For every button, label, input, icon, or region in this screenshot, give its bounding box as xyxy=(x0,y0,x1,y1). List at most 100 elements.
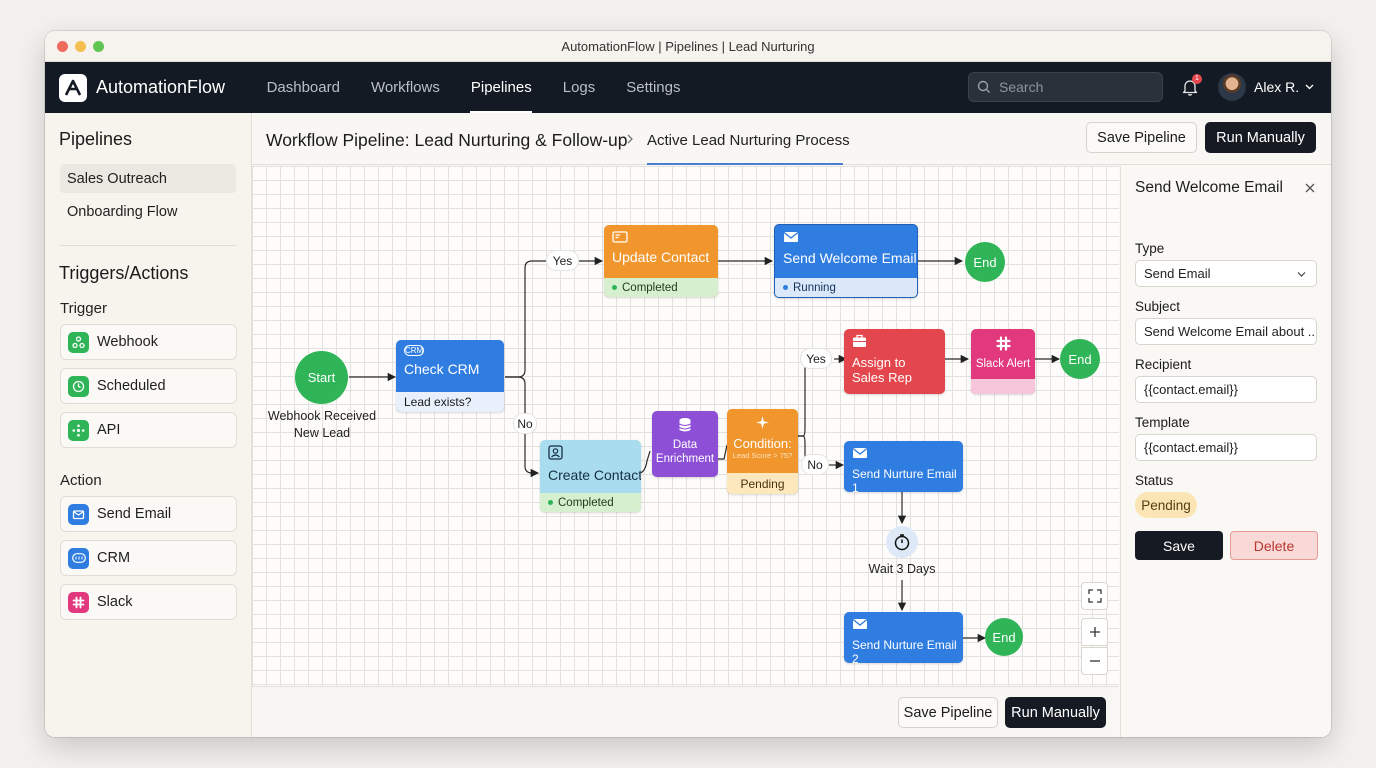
send-nurture-email-1-node[interactable]: Send Nurture Email 1 xyxy=(844,441,963,492)
palette-label: Webhook xyxy=(97,334,158,350)
workflow-canvas[interactable]: Start Webhook Received New Lead CRM Chec… xyxy=(252,166,1119,686)
palette-label: API xyxy=(97,422,121,438)
node-title: Check CRM xyxy=(404,361,480,377)
slack-icon xyxy=(68,591,89,613)
nav-settings[interactable]: Settings xyxy=(626,79,681,96)
save-button[interactable]: Save xyxy=(1135,531,1223,560)
edge-label-yes: Yes xyxy=(547,251,578,270)
node-title: Send Welcome Email xyxy=(783,250,917,266)
status-label: Status xyxy=(1135,473,1174,488)
maximize-window-button[interactable] xyxy=(93,41,104,52)
node-title: Update Contact xyxy=(612,249,710,265)
data-enrichment-node[interactable]: Data Enrichment xyxy=(652,411,718,477)
save-pipeline-button[interactable]: Save Pipeline xyxy=(1086,122,1197,153)
recipient-field[interactable]: {{contact.email}} xyxy=(1135,376,1317,403)
properties-panel: Send Welcome Email Type Send Email Subje… xyxy=(1120,166,1331,737)
node-status: Pending xyxy=(727,473,798,494)
send-welcome-email-node[interactable]: Send Welcome Email Running xyxy=(774,224,918,298)
node-title-line-2: Enrichment xyxy=(655,453,715,465)
palette-label: Slack xyxy=(97,594,133,610)
mail-icon xyxy=(68,503,89,525)
palette-api[interactable]: API xyxy=(60,412,237,448)
save-pipeline-button[interactable]: Save Pipeline xyxy=(898,697,998,728)
assign-sales-rep-node[interactable]: Assign to Sales Rep xyxy=(844,329,945,394)
search-input[interactable] xyxy=(999,79,1149,95)
start-caption-1: Webhook Received xyxy=(267,409,377,423)
start-node[interactable]: Start xyxy=(295,351,348,404)
end-node[interactable]: End xyxy=(985,618,1023,656)
palette-slack[interactable]: Slack xyxy=(60,584,237,620)
sparkle-icon xyxy=(756,416,769,429)
check-crm-node[interactable]: CRM Check CRM Lead exists? xyxy=(396,340,504,412)
breadcrumb[interactable]: Active Lead Nurturing Process xyxy=(647,132,850,149)
condition-node[interactable]: Condition: Lead Score > 75? Pending xyxy=(727,409,798,494)
nav-workflows[interactable]: Workflows xyxy=(370,79,440,96)
app-logo-icon xyxy=(59,73,87,102)
create-contact-node[interactable]: Create Contact Completed xyxy=(540,440,641,512)
node-title: Slack Alert xyxy=(975,358,1031,370)
action-label: Action xyxy=(60,472,102,489)
mail-icon xyxy=(783,231,799,242)
page-title: Workflow Pipeline: Lead Nurturing & Foll… xyxy=(266,130,628,150)
brand-name: AutomationFlow xyxy=(96,77,226,97)
send-nurture-email-2-node[interactable]: Send Nurture Email 2 xyxy=(844,612,963,663)
node-title-line-1: Data xyxy=(672,439,698,451)
end-node[interactable]: End xyxy=(965,242,1005,282)
recipient-label: Recipient xyxy=(1135,357,1192,372)
zoom-out-button[interactable] xyxy=(1081,647,1108,675)
start-caption-2: New Lead xyxy=(293,426,351,440)
user-name[interactable]: Alex R. xyxy=(1254,79,1300,95)
close-icon[interactable] xyxy=(1304,182,1316,194)
node-title-line-1: Assign to xyxy=(852,355,906,370)
nav-pipelines[interactable]: Pipelines xyxy=(455,62,547,113)
minimize-window-button[interactable] xyxy=(75,41,86,52)
edge-label-no: No xyxy=(514,414,536,433)
close-window-button[interactable] xyxy=(57,41,68,52)
palette-send-email[interactable]: Send Email xyxy=(60,496,237,532)
notification-badge: 1 xyxy=(1192,74,1202,84)
palette-scheduled[interactable]: Scheduled xyxy=(60,368,237,404)
expand-icon xyxy=(1087,589,1102,603)
api-icon xyxy=(68,419,89,441)
subject-field[interactable]: Send Welcome Email about ... xyxy=(1135,318,1317,345)
crm-icon: CRM xyxy=(404,345,424,356)
run-manually-button[interactable]: Run Manually xyxy=(1205,122,1316,153)
zoom-in-button[interactable] xyxy=(1081,618,1108,646)
mail-icon xyxy=(852,447,868,458)
node-subtitle: Lead exists? xyxy=(396,392,504,412)
nav-links: Dashboard Workflows Pipelines Logs Setti… xyxy=(251,62,696,113)
window-controls xyxy=(57,41,104,52)
connector-lines xyxy=(349,256,1061,643)
sidebar-item-onboarding-flow[interactable]: Onboarding Flow xyxy=(67,203,178,220)
trigger-label: Trigger xyxy=(60,300,107,317)
palette-webhook[interactable]: Webhook xyxy=(60,324,237,360)
palette-crm[interactable]: CRM xyxy=(60,540,237,576)
edge-label-yes: Yes xyxy=(801,349,831,368)
edge-label-no: No xyxy=(802,455,828,474)
end-node[interactable]: End xyxy=(1060,339,1100,379)
mail-icon xyxy=(852,618,868,629)
search-icon xyxy=(977,80,990,93)
avatar[interactable] xyxy=(1218,73,1246,101)
nav-dashboard[interactable]: Dashboard xyxy=(266,79,340,96)
brand[interactable]: AutomationFlow xyxy=(59,73,226,102)
clock-icon xyxy=(68,375,89,397)
template-field[interactable]: {{contact.email}} xyxy=(1135,434,1317,461)
top-navbar: AutomationFlow Dashboard Workflows Pipel… xyxy=(45,62,1331,113)
run-manually-button[interactable]: Run Manually xyxy=(1005,697,1106,728)
type-select[interactable]: Send Email xyxy=(1135,260,1317,287)
node-title-line-2: Sales Rep xyxy=(852,370,912,385)
slack-alert-node[interactable]: Slack Alert xyxy=(971,329,1035,394)
chevron-down-icon[interactable] xyxy=(1305,82,1314,91)
update-contact-node[interactable]: Update Contact Completed xyxy=(604,225,718,297)
sidebar: Pipelines Sales Outreach Onboarding Flow… xyxy=(45,113,252,737)
wait-caption: Wait 3 Days xyxy=(868,562,936,576)
chevron-right-icon xyxy=(627,134,633,144)
palette-label: Send Email xyxy=(97,506,172,522)
window-title: AutomationFlow | Pipelines | Lead Nurtur… xyxy=(561,38,815,54)
wait-node[interactable] xyxy=(886,526,918,558)
delete-button[interactable]: Delete xyxy=(1230,531,1318,560)
fullscreen-button[interactable] xyxy=(1081,582,1108,610)
sidebar-item-sales-outreach[interactable]: Sales Outreach xyxy=(60,164,236,193)
nav-logs[interactable]: Logs xyxy=(562,79,596,96)
